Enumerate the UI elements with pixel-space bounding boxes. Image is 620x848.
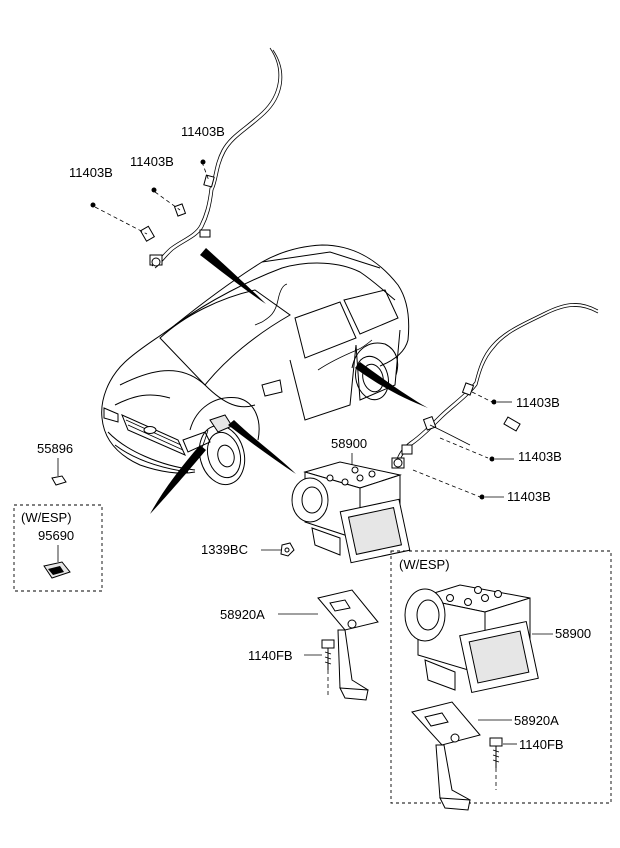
esp-box-right-title: (W/ESP) — [399, 557, 450, 572]
rear-wheel-sensor-harness — [391, 303, 599, 500]
part-label-11403b-a: 11403B — [181, 124, 225, 139]
hecu-esp-part — [404, 584, 539, 694]
vehicle-illustration — [101, 244, 410, 486]
hecu-main-part — [291, 461, 411, 564]
part-label-11403b-e: 11403B — [518, 449, 562, 464]
part-label-58900-main: 58900 — [331, 436, 367, 451]
bolt-esp-part — [489, 737, 503, 790]
bracket-esp-part — [411, 701, 481, 811]
callout-wedge-hecu — [228, 420, 296, 474]
nut-part — [280, 542, 295, 557]
part-label-55896: 55896 — [37, 441, 73, 456]
part-label-58920a-main: 58920A — [220, 607, 265, 622]
part-label-58900-esp: 58900 — [555, 626, 591, 641]
part-label-95690: 95690 — [38, 528, 74, 543]
bracket-main-part — [317, 589, 379, 701]
callout-wedge-sensor — [150, 445, 206, 514]
callout-wedge-upper — [200, 248, 266, 304]
callout-wedge-rear — [355, 362, 428, 408]
esp-option-box-left — [13, 504, 103, 592]
part-label-1339bc: 1339BC — [201, 542, 248, 557]
yaw-sensor-part — [51, 458, 67, 486]
part-label-11403b-b: 11403B — [130, 154, 174, 169]
part-label-1140fb-main: 1140FB — [248, 648, 293, 663]
part-label-1140fb-esp: 1140FB — [519, 737, 564, 752]
front-wheel-sensor-harness — [90, 47, 283, 269]
bolt-main-part — [321, 639, 335, 698]
part-label-11403b-d: 11403B — [516, 395, 560, 410]
part-label-11403b-c: 11403B — [69, 165, 113, 180]
part-label-11403b-f: 11403B — [507, 489, 551, 504]
esp-sensor-part — [43, 545, 71, 579]
esp-option-box-right — [390, 550, 612, 804]
esp-box-left-title: (W/ESP) — [21, 510, 72, 525]
part-label-58920a-esp: 58920A — [514, 713, 559, 728]
